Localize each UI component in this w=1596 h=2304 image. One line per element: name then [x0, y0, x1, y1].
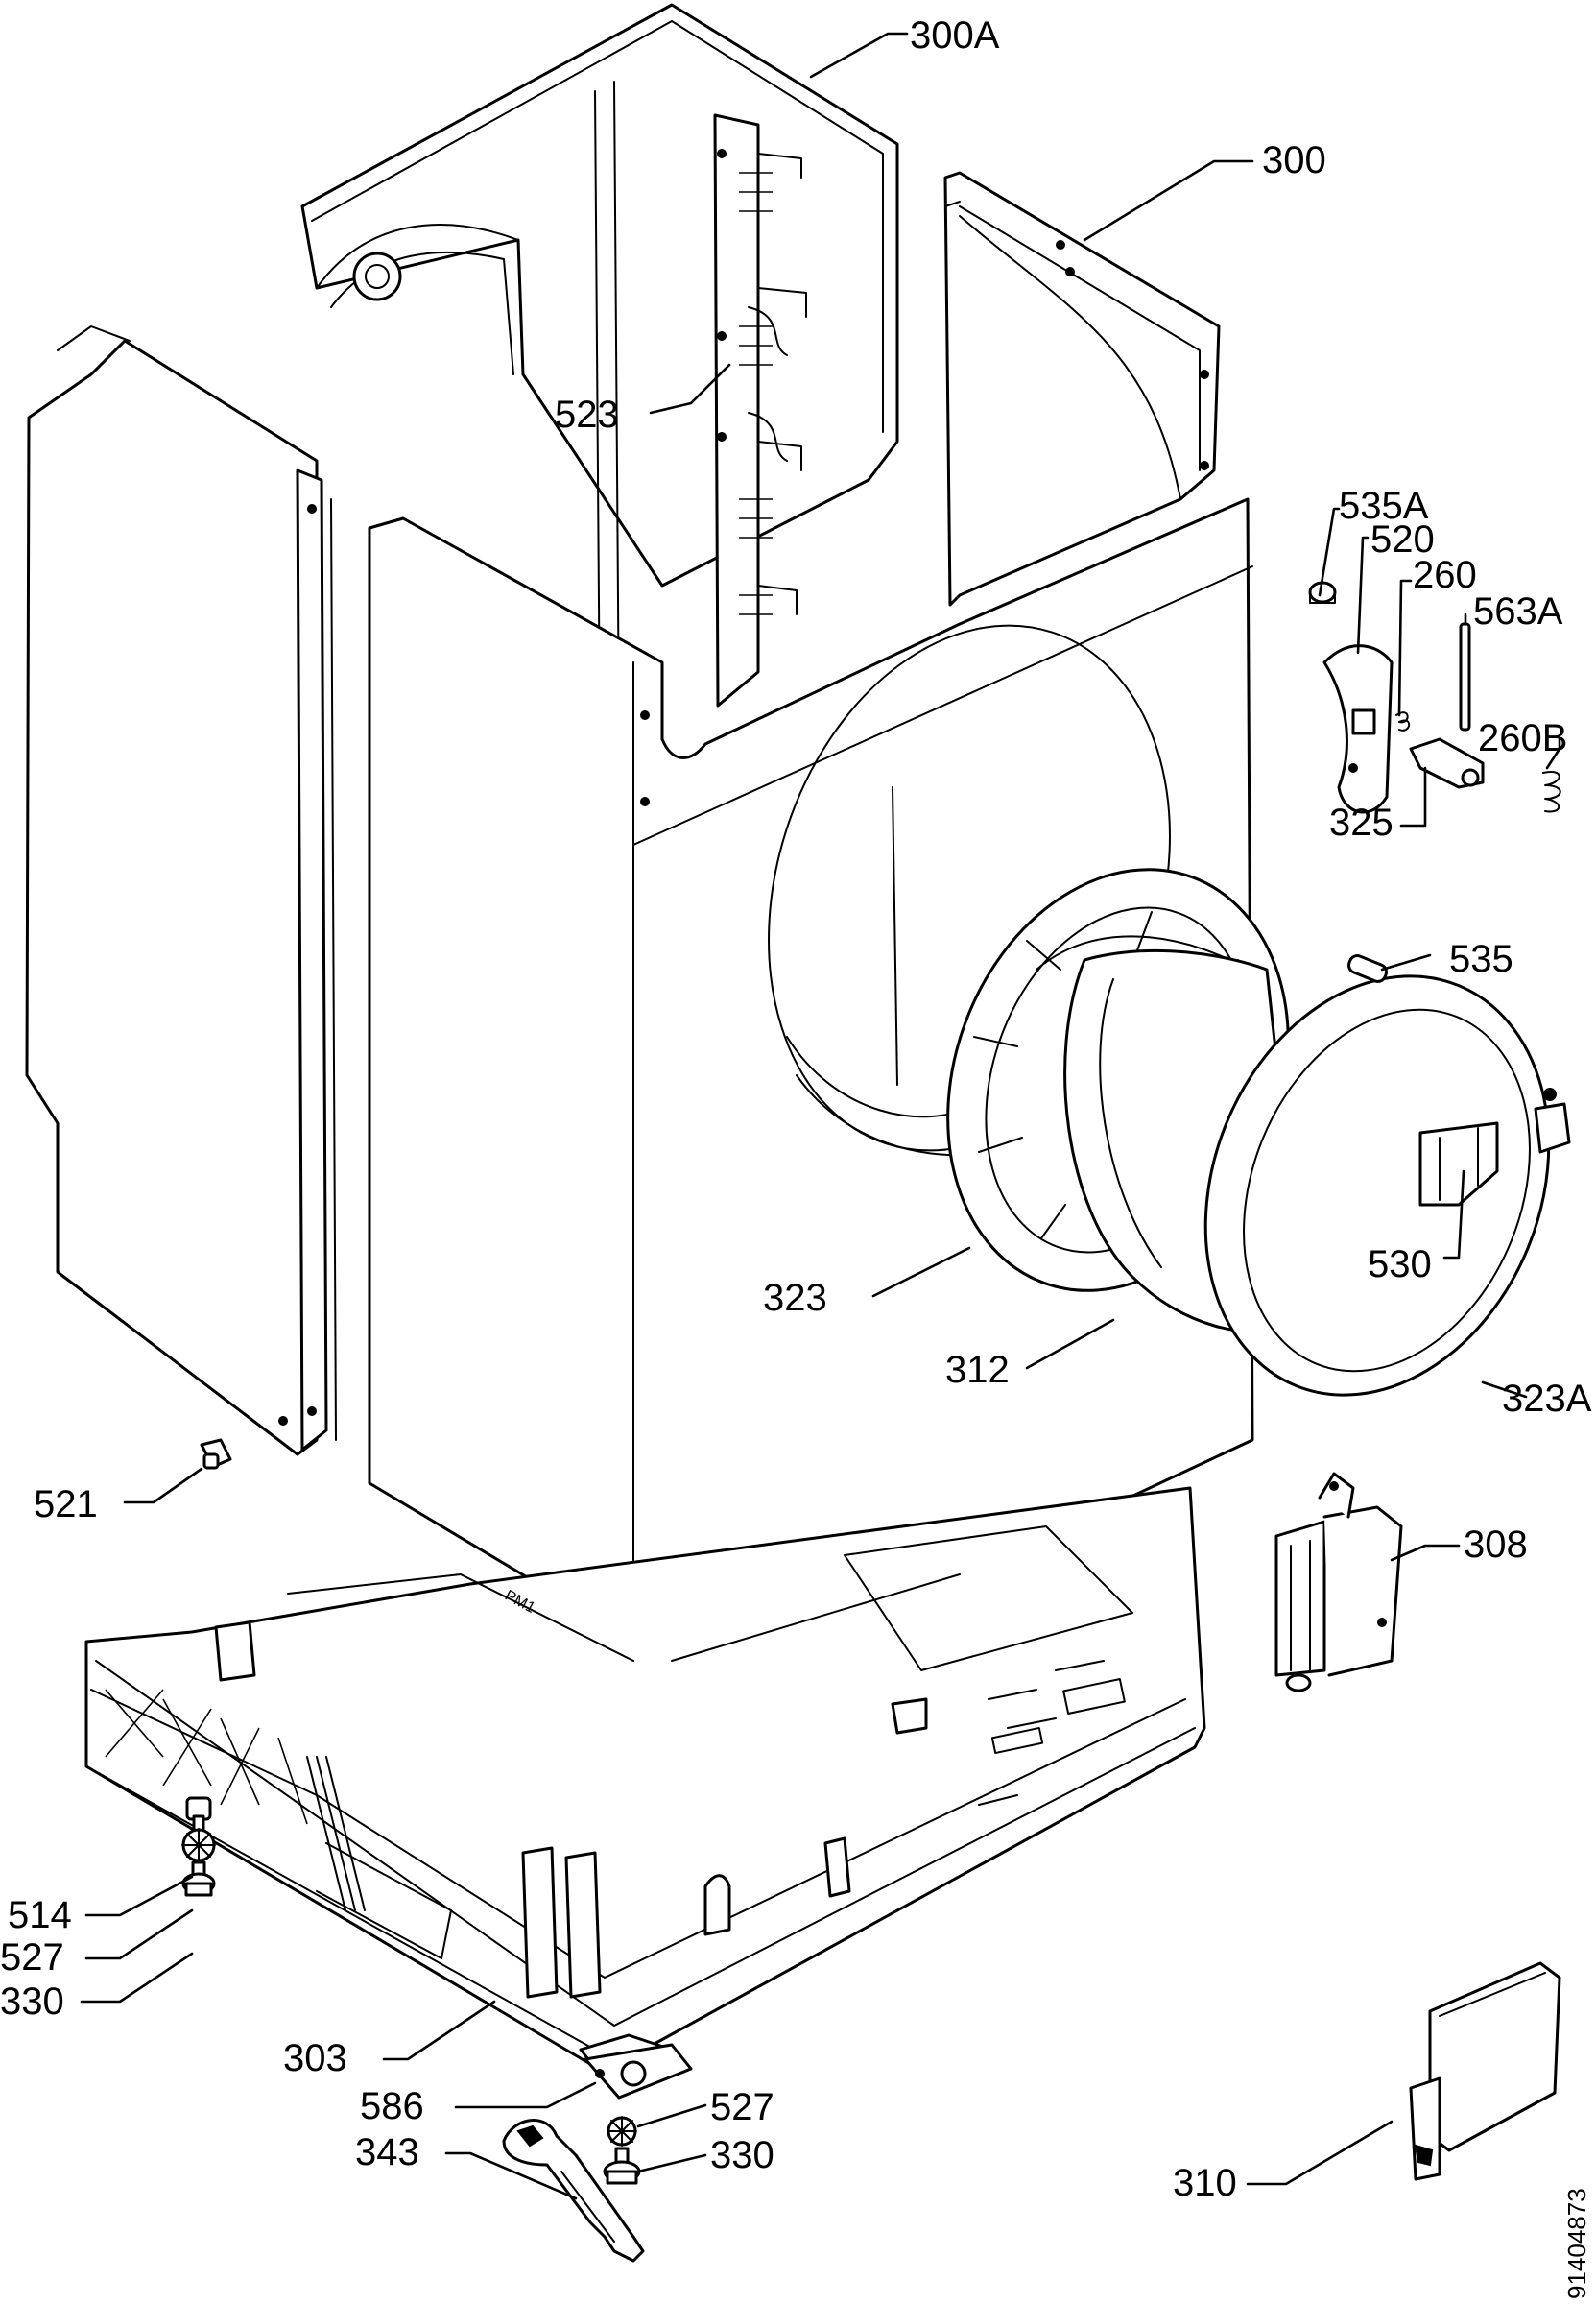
hinge-308	[1274, 1472, 1403, 1692]
pin-563A	[1459, 622, 1471, 732]
callout-563A: 563A	[1473, 590, 1563, 633]
callout-323: 323	[763, 1277, 827, 1319]
callout-343: 343	[355, 2131, 419, 2173]
callout-530: 530	[1368, 1243, 1432, 1285]
callout-527-left: 527	[0, 1936, 64, 1979]
callout-521: 521	[34, 1483, 98, 1525]
spring-260B	[1542, 771, 1561, 813]
callout-labels: 300A 300 523 535A 520 260 563A 260B 325 …	[0, 14, 1592, 2204]
side-frame-300	[943, 171, 1221, 607]
foot-586	[584, 2043, 693, 2100]
callout-303: 303	[283, 2037, 347, 2079]
callout-586: 586	[360, 2085, 424, 2127]
callout-260: 260	[1413, 554, 1477, 596]
lock-cap-535A	[1308, 581, 1337, 604]
callout-514: 514	[8, 1894, 72, 1936]
wrench-343	[502, 2119, 645, 2263]
callout-312: 312	[945, 1349, 1010, 1391]
callout-323A: 323A	[1502, 1378, 1592, 1420]
callout-260B: 260B	[1478, 717, 1567, 759]
callout-325: 325	[1329, 802, 1394, 844]
lock-bracket-520	[1322, 644, 1394, 814]
door-outer-ring-323A	[1203, 974, 1571, 1397]
service-flap-310	[1409, 1961, 1561, 2181]
callout-310: 310	[1173, 2162, 1237, 2204]
left-side-panel	[25, 325, 337, 1456]
callout-330-right: 330	[710, 2134, 774, 2176]
callout-308: 308	[1464, 1524, 1528, 1566]
leader-lines	[80, 32, 1561, 2200]
screw-521	[200, 1438, 232, 1470]
callout-535A: 535A	[1339, 485, 1429, 527]
callout-535: 535	[1449, 938, 1513, 980]
lever-325	[1409, 737, 1485, 789]
callout-300: 300	[1262, 139, 1326, 181]
callout-520: 520	[1370, 518, 1435, 561]
callout-523: 523	[555, 394, 619, 436]
drawing-number: 91404873	[1562, 2188, 1591, 2299]
callout-300A: 300A	[910, 14, 1000, 57]
rear-frame-300A	[300, 3, 899, 731]
callout-527-right: 527	[710, 2086, 774, 2128]
callout-330-left: 330	[0, 1980, 64, 2023]
base-frame-303: PM1	[84, 1486, 1206, 2076]
pin-535	[1346, 954, 1389, 983]
foot-527-330-right	[603, 2116, 641, 2185]
